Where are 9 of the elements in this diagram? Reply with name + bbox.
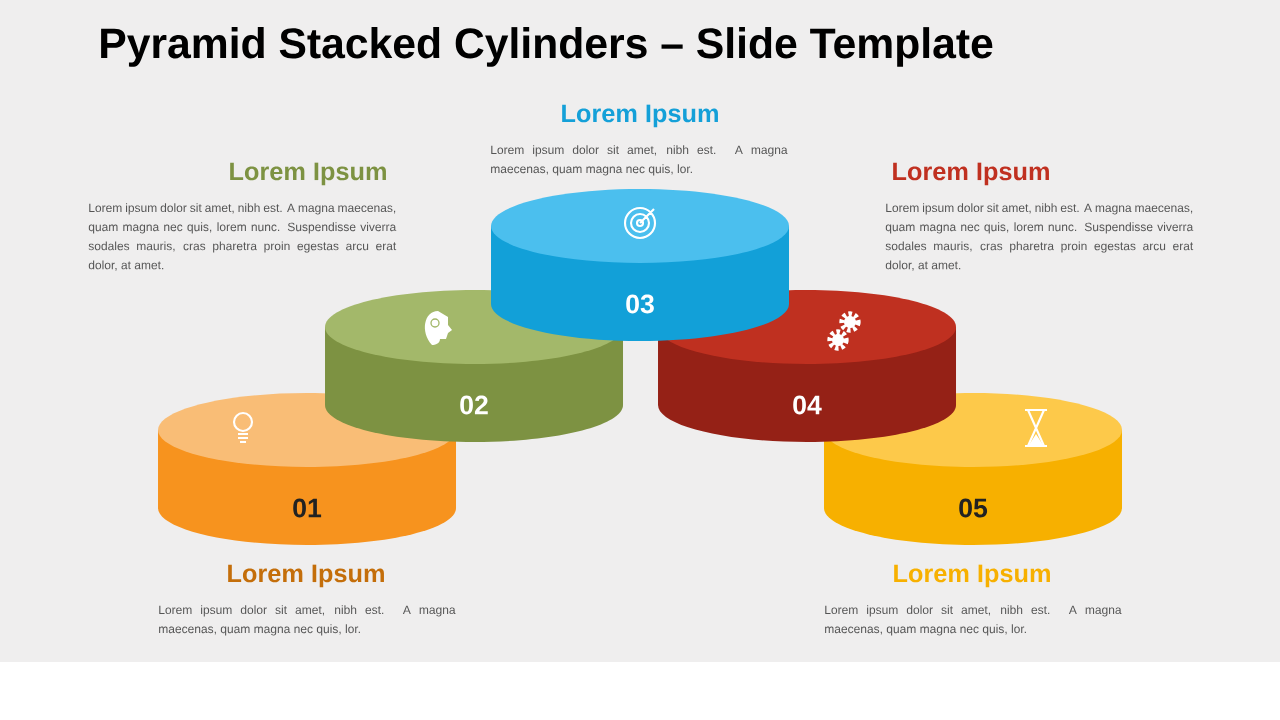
heading: Lorem Ipsum [893,162,1049,186]
heading: Lorem Ipsum [230,162,386,186]
body-text: Lorem ipsum dolor sit amet, nibh est. A magna maecenas, quam magna nec quis, lor. [825,605,1122,636]
title: Pyramid Stacked Cylinders – Slide Template [101,27,993,67]
body-text: Lorem ipsum dolor sit amet, nibh est. A magna maecenas, quam magna nec quis, lor. [159,605,456,636]
body-text: Lorem ipsum dolor sit amet, nibh est. A magna maecenas, quam magna nec quis, lorem nunc. Suspendisse viverra sodales mauris, cras pharetra proin egestas arcu erat dolor, at amet. [885,203,1194,271]
body-text: Lorem ipsum dolor sit amet, nibh est. A magna maecenas, quam magna nec quis, lor. [491,145,788,176]
cylinder: 03 [491,189,789,341]
body-text: Lorem ipsum dolor sit amet, nibh est. A magna maecenas, quam magna nec quis, lorem nunc. Suspendisse viverra sodales mauris, cras pharetra proin egestas arcu erat dolor, at amet. [88,203,397,271]
